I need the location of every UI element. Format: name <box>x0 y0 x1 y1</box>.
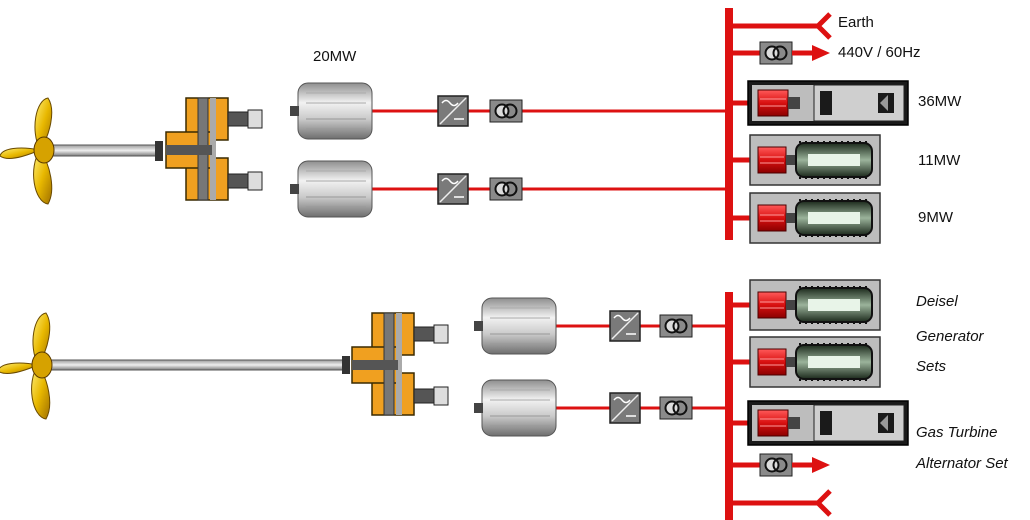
diesel-generator-label-line3: Sets <box>916 358 947 375</box>
gas-turbine-label-line1: Gas Turbine <box>916 424 998 441</box>
diesel-generator-label-line2: Generator <box>916 328 984 345</box>
converter <box>609 392 641 424</box>
motor <box>473 379 557 437</box>
motor <box>473 297 557 355</box>
converter <box>437 95 469 127</box>
lower-bus-bar <box>725 292 733 520</box>
transformer <box>489 99 523 123</box>
motor <box>289 82 373 140</box>
propeller-shaft <box>44 144 161 157</box>
gearbox <box>165 97 263 201</box>
lower-supply-branch <box>733 453 830 477</box>
gen-11mw-label: 11MW <box>918 152 961 169</box>
diesel-generator-label-line1: Deisel <box>916 293 958 310</box>
shore-supply-label: 440V / 60Hz <box>838 44 921 61</box>
propeller <box>0 97 55 205</box>
propeller <box>0 312 53 420</box>
diesel-set-9mw <box>733 192 881 244</box>
motor-rating-label: 20MW <box>313 48 357 65</box>
transformer <box>489 177 523 201</box>
diesel-set-lower-1 <box>733 279 881 331</box>
shore-supply-branch <box>733 41 830 65</box>
gas-turbine-label-line2: Alternator Set <box>916 455 1008 472</box>
gas-turbine-set-36mw <box>733 80 909 126</box>
converter <box>609 310 641 342</box>
motor <box>289 160 373 218</box>
gearbox <box>351 312 449 416</box>
earth-branch <box>733 12 832 40</box>
earth-label: Earth <box>838 14 874 31</box>
diesel-set-lower-2 <box>733 336 881 388</box>
upper-bus-bar <box>725 8 733 240</box>
transformer <box>659 314 693 338</box>
converter <box>437 173 469 205</box>
gen-36mw-label: 36MW <box>918 93 962 110</box>
gas-turbine-set-lower <box>733 400 909 446</box>
transformer <box>659 396 693 420</box>
gen-9mw-label: 9MW <box>918 209 953 226</box>
lower-earth-branch <box>733 489 832 517</box>
propeller-shaft <box>44 359 346 371</box>
diesel-set-11mw <box>733 134 881 186</box>
